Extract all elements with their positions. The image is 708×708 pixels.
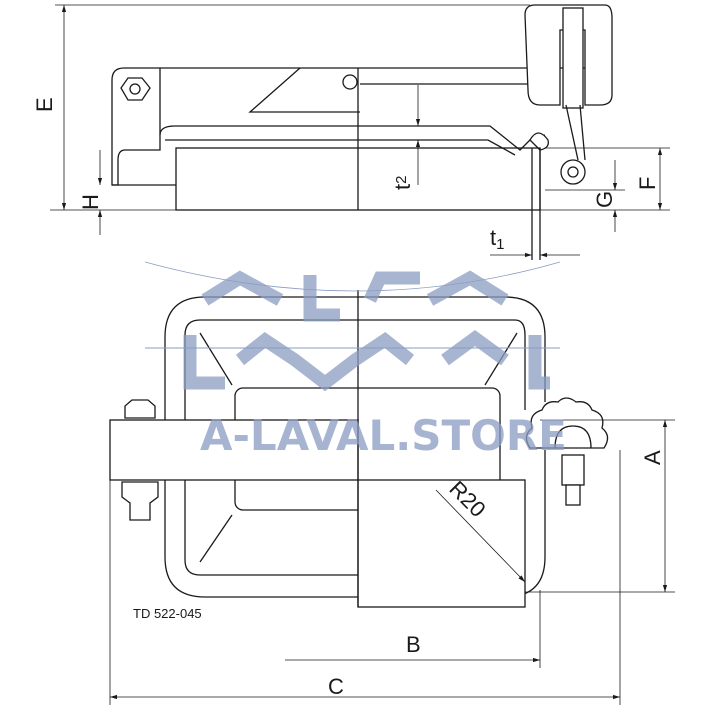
label-t1-base: t [490, 225, 496, 250]
plan-view [109, 290, 675, 705]
label-g: G [592, 191, 617, 208]
cover-plate [357, 479, 526, 608]
label-t1: t1 [490, 225, 504, 253]
label-t2-base: t [390, 184, 415, 190]
label-e: E [32, 97, 57, 112]
hex-nut [120, 77, 151, 101]
bolt-eye [560, 159, 586, 185]
bottom-nut [121, 481, 159, 521]
handle-knob-plan [525, 397, 609, 449]
label-a: A [640, 450, 665, 465]
label-f: F [635, 177, 660, 190]
hinge-arm-plan [109, 419, 359, 481]
gasket [529, 132, 549, 151]
label-h: H [78, 194, 103, 210]
label-t2: t2 [390, 176, 415, 190]
label-t2-sub: 2 [393, 176, 410, 184]
hinge-arm [111, 67, 161, 186]
label-b: B [406, 632, 421, 657]
watermark: A-LAVAL.STORE [144, 261, 567, 460]
watermark-text: A-LAVAL.STORE [200, 411, 567, 460]
label-t1-sub: 1 [496, 236, 504, 253]
drawing-reference: TD 522-045 [133, 606, 202, 621]
top-nut [124, 399, 156, 419]
side-elevation-view [50, 4, 670, 260]
label-c: C [328, 674, 344, 699]
handle-knob [524, 4, 613, 106]
